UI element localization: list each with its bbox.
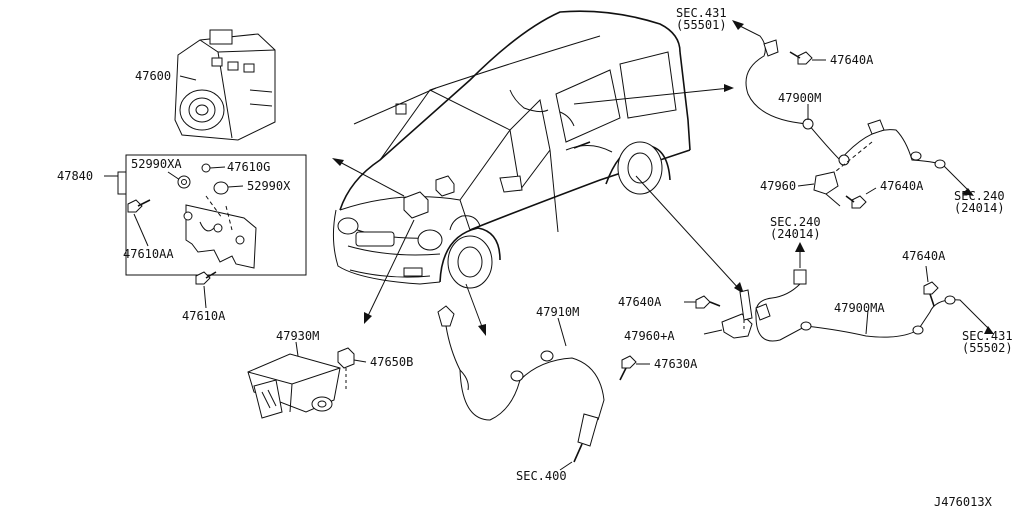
label-sec431-top: SEC.431 (676, 6, 727, 20)
label-47610aa: 47610AA (123, 247, 174, 261)
abs-actuator-unit (174, 29, 276, 141)
label-47960a: 47960+A (624, 329, 675, 343)
label-52990xa: 52990XA (131, 157, 182, 171)
label-sec431-bottom-sub: (55502) (962, 341, 1013, 355)
label-sec400: SEC.400 (516, 469, 567, 483)
bolt-47640a-lower-left (695, 295, 721, 309)
label-47600: 47600 (135, 69, 171, 83)
bolt-47610aa (127, 199, 151, 213)
label-sec240-mid-sub: (24014) (770, 227, 821, 241)
bolt-47610a (195, 271, 217, 285)
label-sec240-right-sub: (24014) (954, 201, 1005, 215)
mounting-bracket (183, 195, 257, 269)
bolt-head-47610g (201, 163, 211, 173)
label-47640a-2: 47640A (880, 179, 924, 193)
label-47640a-3: 47640A (902, 249, 946, 263)
arrow-sec240-right (962, 188, 974, 196)
grommet-52990x (213, 181, 229, 195)
label-sec240-right: SEC.240 (954, 189, 1005, 203)
label-47610g: 47610G (227, 160, 270, 174)
bolt-47630a (619, 355, 637, 381)
label-47900m: 47900M (778, 91, 821, 105)
bolt-47640a-lower-right (923, 281, 939, 307)
label-47960: 47960 (760, 179, 796, 193)
yaw-rate-sensor (247, 353, 341, 419)
arrow-sec240-mid (795, 242, 805, 252)
front-wheel-sensor-harness (437, 305, 605, 463)
label-47840: 47840 (57, 169, 93, 183)
bracket-47960a (721, 289, 753, 339)
label-47900ma: 47900MA (834, 301, 885, 315)
bolt-47640a-mid (845, 195, 867, 209)
nut-47650b (337, 347, 355, 390)
vehicle-body (332, 10, 691, 289)
rear-wheel-sensor-harness-lower (755, 269, 991, 342)
label-47910m: 47910M (536, 305, 579, 319)
arrow-sec431-bottom (984, 326, 994, 334)
label-47640a-4: 47640A (618, 295, 662, 309)
label-sec431-bottom: SEC.431 (962, 329, 1013, 343)
grommet-52990xa (177, 175, 191, 189)
label-sec431-top-sub: (55501) (676, 18, 727, 32)
arrow-sec431-top (732, 20, 744, 30)
label-47650b: 47650B (370, 355, 413, 369)
label-47610a: 47610A (182, 309, 226, 323)
label-47630a: 47630A (654, 357, 698, 371)
diagram-id: J476013X (934, 495, 993, 509)
rear-wheel-sensor-harness-upper (735, 23, 971, 193)
label-47930m: 47930M (276, 329, 319, 343)
bolt-47640a-top (789, 51, 813, 65)
label-52990x: 52990X (247, 179, 291, 193)
bracket-47960 (813, 171, 841, 207)
callout-arrows (332, 84, 744, 336)
label-sec240-mid: SEC.240 (770, 215, 821, 229)
bracket-kit-box (125, 154, 307, 276)
label-47640a-1: 47640A (830, 53, 874, 67)
